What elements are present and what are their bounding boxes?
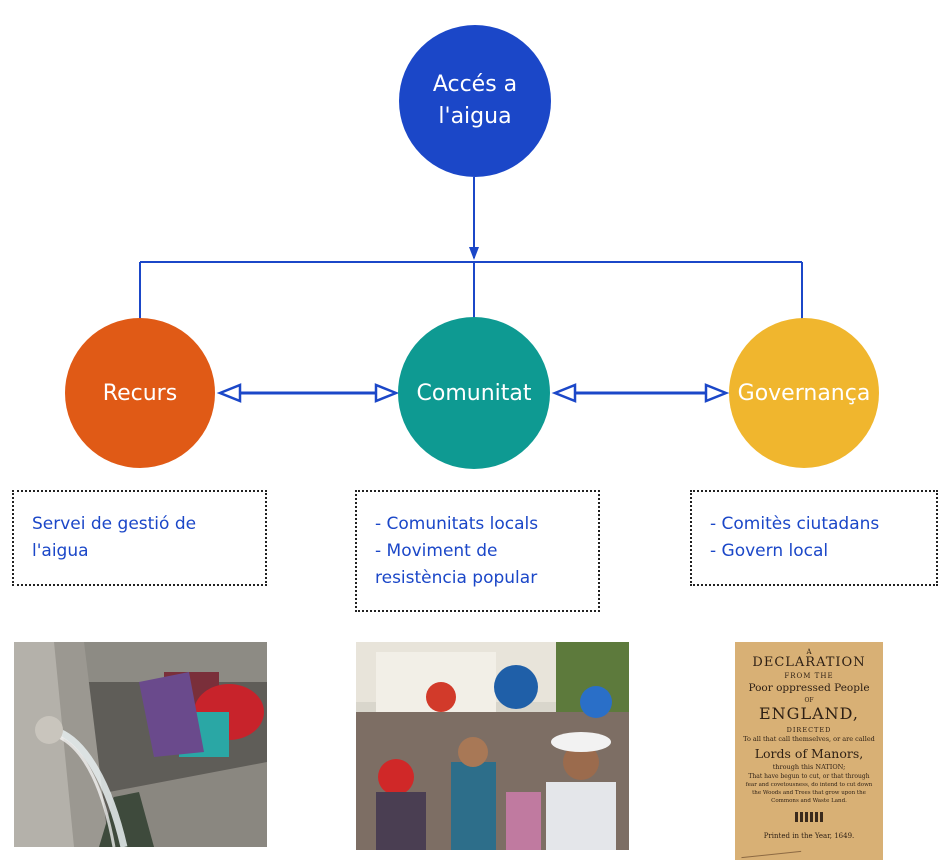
note-recurs-line2: l'aigua (32, 541, 89, 561)
note-governanca-line1: - Comitès ciutadans (710, 514, 880, 534)
ornament-icon (795, 812, 823, 822)
water-fountain-photo (14, 642, 267, 847)
note-comunitat-line3: resistència popular (375, 568, 538, 588)
double-arrow-recurs-comunitat (216, 383, 400, 403)
node-recurs: Recurs (65, 318, 215, 468)
node-comunitat: Comunitat (398, 317, 550, 469)
node-acces-aigua: Accés a l'aigua (399, 25, 551, 177)
declaration-line-printed: Printed in the Year, 1649. (763, 832, 855, 840)
declaration-line-fear: fear and covetousness, do intend to cut … (745, 782, 873, 788)
note-comunitat-line1: - Comunitats locals (375, 514, 539, 534)
declaration-line-nation: through this NATION; (772, 763, 846, 771)
protest-with-buckets-photo (356, 642, 629, 850)
declaration-line-lords: Lords of Manors, (754, 746, 864, 761)
declaration-line-title: DECLARATION (752, 655, 866, 670)
note-governanca-line2: - Govern local (710, 541, 829, 561)
declaration-line-commons: Commons and Waste Land. (771, 798, 847, 804)
note-comunitat-line2: - Moviment de (375, 541, 498, 561)
node-governanca-label: Governança (737, 380, 871, 406)
note-recurs-line1: Servei de gestió de (32, 514, 197, 534)
declaration-line-begun: That have begun to cut, or that through (748, 773, 870, 780)
node-governanca: Governança (729, 318, 879, 468)
declaration-line-of: OF (804, 697, 814, 704)
note-governanca: - Comitès ciutadans - Govern local (690, 490, 938, 586)
note-recurs: Servei de gestió de l'aigua (12, 490, 267, 586)
declaration-line-a: A (806, 648, 812, 656)
declaration-document-photo: A DECLARATION FROM THE Poor oppressed Pe… (735, 642, 883, 860)
node-comunitat-label: Comunitat (416, 380, 532, 406)
node-recurs-label: Recurs (102, 380, 178, 406)
declaration-line-directed: DIRECTED (786, 726, 832, 734)
double-arrow-comunitat-governanca (551, 383, 730, 403)
handwritten-signature (740, 844, 802, 859)
declaration-line-woods: the Woods and Trees that grow upon the (752, 790, 866, 796)
declaration-line-people: Poor oppressed People (748, 682, 870, 694)
node-acces-aigua-label-line2: l'aigua (438, 104, 512, 129)
note-comunitat: - Comunitats locals - Moviment de resist… (355, 490, 600, 612)
down-arrowhead (469, 247, 479, 260)
declaration-line-to-all: To all that call themselves, or are call… (743, 735, 875, 743)
node-acces-aigua-label-line1: Accés a (432, 72, 518, 97)
declaration-line-from: FROM THE (784, 672, 834, 680)
declaration-line-england: ENGLAND, (759, 704, 859, 723)
